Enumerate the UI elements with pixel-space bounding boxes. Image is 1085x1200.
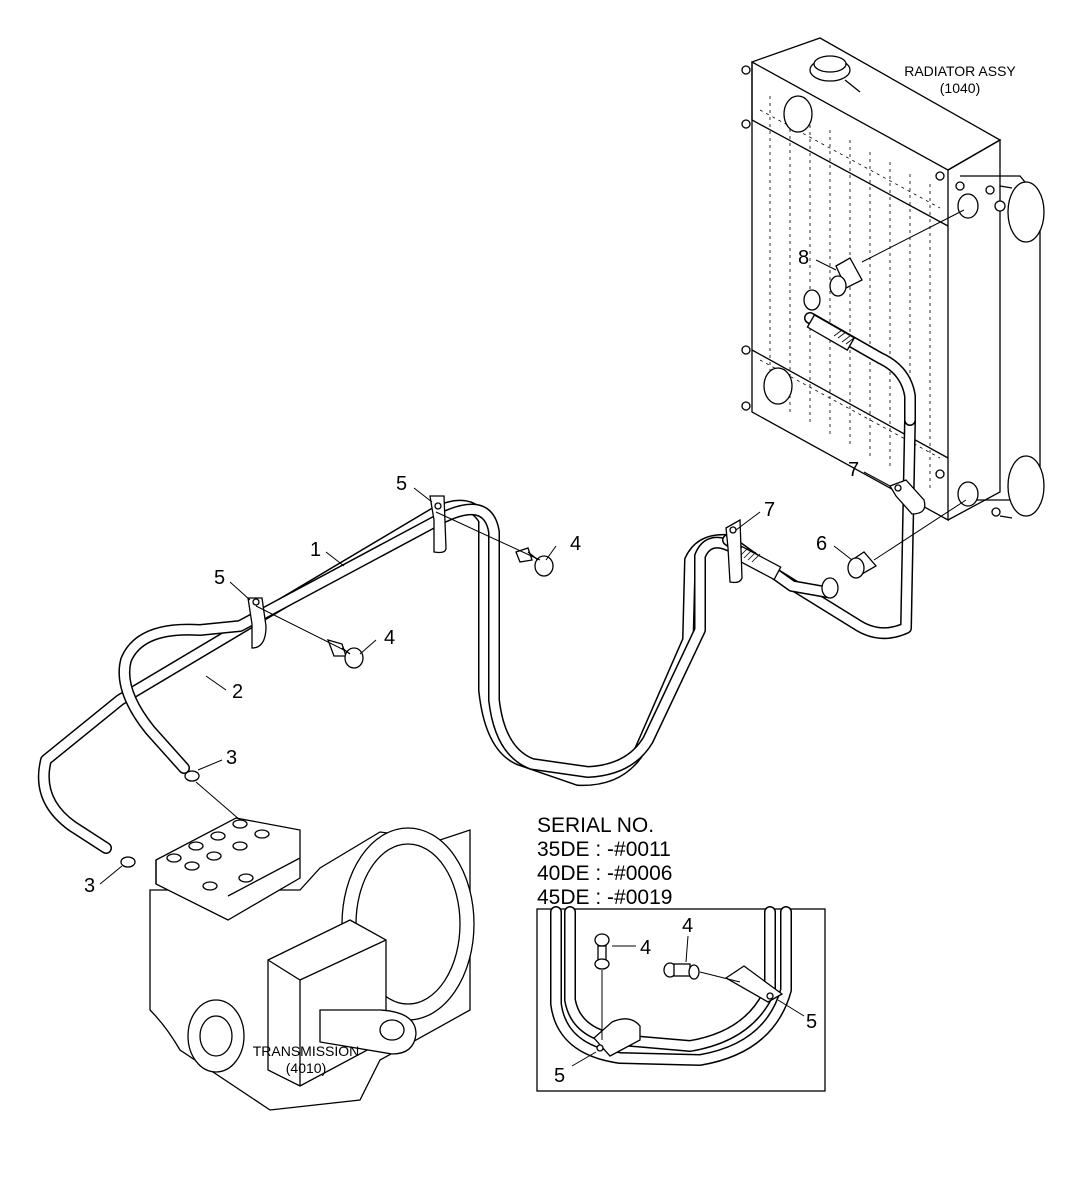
serial-line: 35DE : -#0011 bbox=[537, 838, 671, 861]
radiator-title: RADIATOR ASSY bbox=[904, 63, 1016, 79]
callout-3: 3 bbox=[84, 875, 95, 897]
serial-line: 45DE : -#0019 bbox=[537, 886, 672, 909]
callout-3: 3 bbox=[226, 747, 237, 769]
callout-6: 6 bbox=[816, 533, 827, 555]
serial-line: 40DE : -#0006 bbox=[537, 862, 672, 885]
transmission-title: TRANSMISSION bbox=[253, 1043, 360, 1059]
radiator-code: (1040) bbox=[940, 80, 980, 96]
bolts bbox=[326, 257, 878, 669]
clamps bbox=[247, 479, 926, 649]
callout-7: 7 bbox=[848, 459, 859, 481]
callout-7: 7 bbox=[764, 499, 775, 521]
callout-4: 4 bbox=[640, 937, 651, 959]
leader-lines bbox=[99, 209, 967, 885]
callout-5: 5 bbox=[396, 473, 407, 495]
transmission-assembly bbox=[120, 770, 475, 1111]
callouts: 1 2 3 3 4 4 5 5 6 7 7 8 4 4 5 5 bbox=[84, 247, 859, 1087]
serial-block: SERIAL NO. 35DE : -#0011 40DE : -#0006 4… bbox=[537, 814, 672, 909]
radiator-assembly bbox=[741, 37, 1045, 522]
serial-heading: SERIAL NO. bbox=[537, 814, 654, 837]
oil-cooler-tubes bbox=[37, 289, 916, 854]
callout-2: 2 bbox=[232, 681, 243, 703]
callout-4: 4 bbox=[384, 627, 395, 649]
captions: RADIATOR ASSY (1040) TRANSMISSION (4010) bbox=[253, 63, 1017, 1076]
detail-inset bbox=[536, 906, 826, 1092]
callout-4: 4 bbox=[682, 915, 693, 937]
callout-8: 8 bbox=[798, 247, 809, 269]
callout-5: 5 bbox=[806, 1011, 817, 1033]
transmission-code: (4010) bbox=[286, 1060, 326, 1076]
callout-1: 1 bbox=[310, 539, 321, 561]
callout-4: 4 bbox=[570, 533, 581, 555]
callout-5: 5 bbox=[214, 567, 225, 589]
callout-5: 5 bbox=[554, 1065, 565, 1087]
